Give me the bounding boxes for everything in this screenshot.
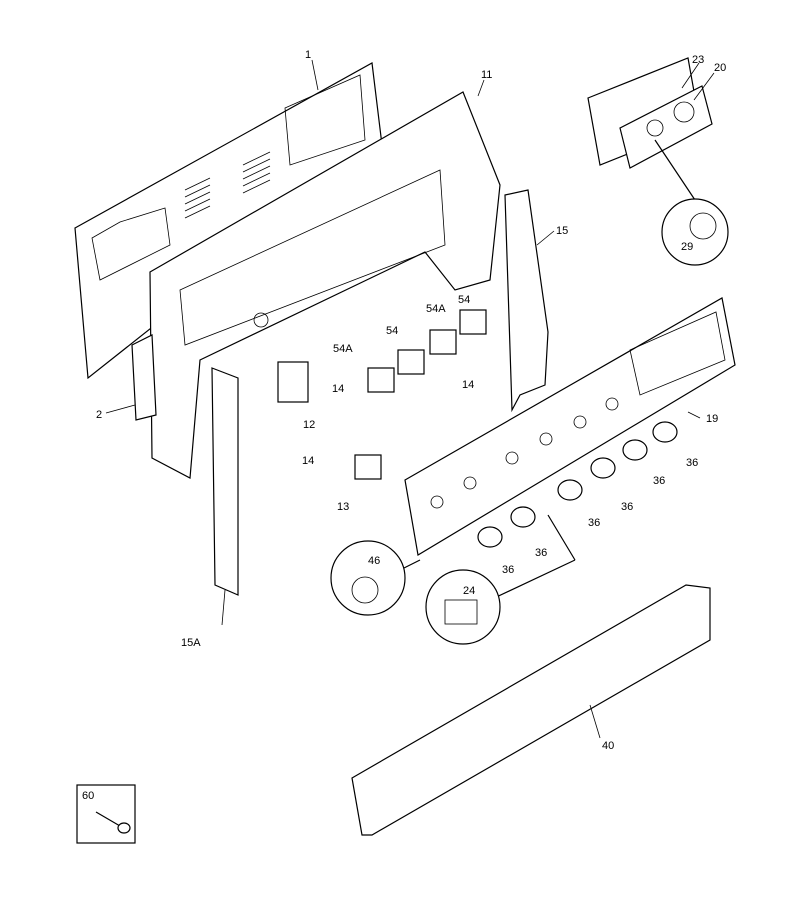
label-36-3: 36 [621,501,633,513]
label-54a: 54A [333,343,353,355]
label-13: 13 [337,501,349,513]
label-15a: 15A [181,637,201,649]
rocker-switch-callout [425,514,576,645]
left-side-trim [211,367,239,596]
label-36-1: 36 [686,457,698,469]
lower-trim-panel [351,584,711,836]
label-36-2: 36 [653,475,665,487]
label-19: 19 [706,413,718,425]
label-2: 2 [96,409,102,421]
control-frame [149,91,501,479]
label-23: 23 [692,54,704,66]
infinite-switches [277,309,487,480]
clock-assembly [587,57,713,169]
label-1: 1 [305,49,311,61]
label-54-top: 54 [458,294,470,306]
label-20: 20 [714,62,726,74]
label-24: 24 [463,585,475,597]
left-bracket [131,334,157,421]
label-14-left: 14 [302,455,314,467]
label-14-mid: 14 [332,383,344,395]
clock-knob-callout [654,139,729,266]
label-40: 40 [602,740,614,752]
burner-knobs [477,421,678,548]
label-11: 11 [481,69,492,81]
leader-lines [105,59,715,739]
screw-callout [76,784,136,844]
push-button-callout [330,540,421,616]
label-36-5: 36 [535,547,547,559]
label-29: 29 [681,241,693,253]
control-panel [404,297,736,556]
label-54: 54 [386,325,398,337]
right-side-trim [504,189,549,413]
label-36-4: 36 [588,517,600,529]
label-54a-top: 54A [426,303,446,315]
label-60: 60 [82,790,94,802]
label-14-right: 14 [462,379,474,391]
label-12: 12 [303,419,315,431]
label-46: 46 [368,555,380,567]
label-36-6: 36 [502,564,514,576]
label-15: 15 [556,225,568,237]
